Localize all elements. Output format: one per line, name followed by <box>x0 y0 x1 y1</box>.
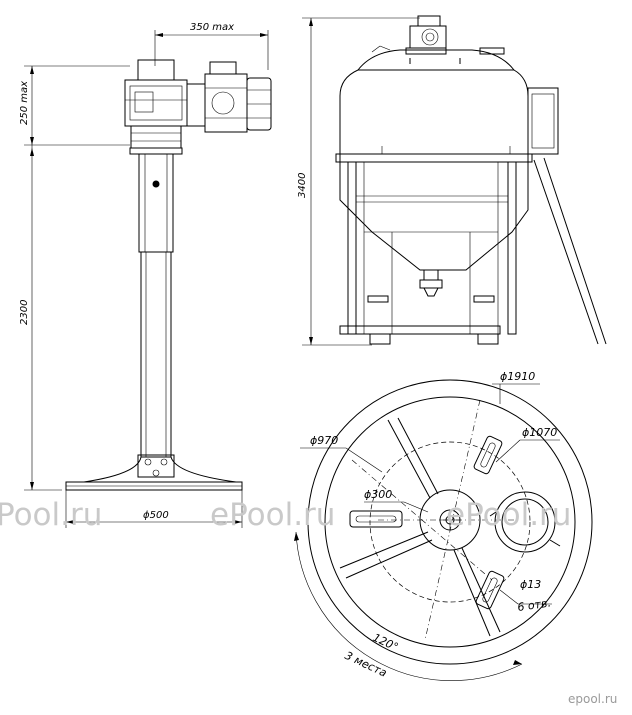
watermark-center: ePool.ru <box>210 497 335 533</box>
dia-ring-label: ϕ970 <box>310 434 338 447</box>
brand-logo: epool.ru <box>568 692 617 706</box>
hole-count-label: 6 отв. <box>517 596 552 614</box>
dim-reach-label: 350 max <box>190 22 234 33</box>
side-view: 350 max 250 max 2300 <box>19 22 272 528</box>
dia-outer-label: ϕ1910 <box>500 370 535 383</box>
front-view: 3400 <box>297 15 607 346</box>
dia-inner-label: ϕ1070 <box>522 426 557 439</box>
places-label: 3 места <box>343 649 389 680</box>
watermark-right: ePool.ru <box>446 497 571 533</box>
watermark: Pool.ru ePool.ru ePool.ru <box>0 497 571 533</box>
dia-hub-label: ϕ300 <box>364 488 392 501</box>
watermark-left: Pool.ru <box>0 497 102 533</box>
dim-drive-height-label: 250 max <box>19 81 30 125</box>
hole-dia-label: ϕ13 <box>520 578 541 591</box>
dim-total-height-label: 3400 <box>297 173 308 198</box>
dim-stand-height-label: 2300 <box>19 300 30 325</box>
dim-base-dia-label: ϕ500 <box>143 510 169 521</box>
